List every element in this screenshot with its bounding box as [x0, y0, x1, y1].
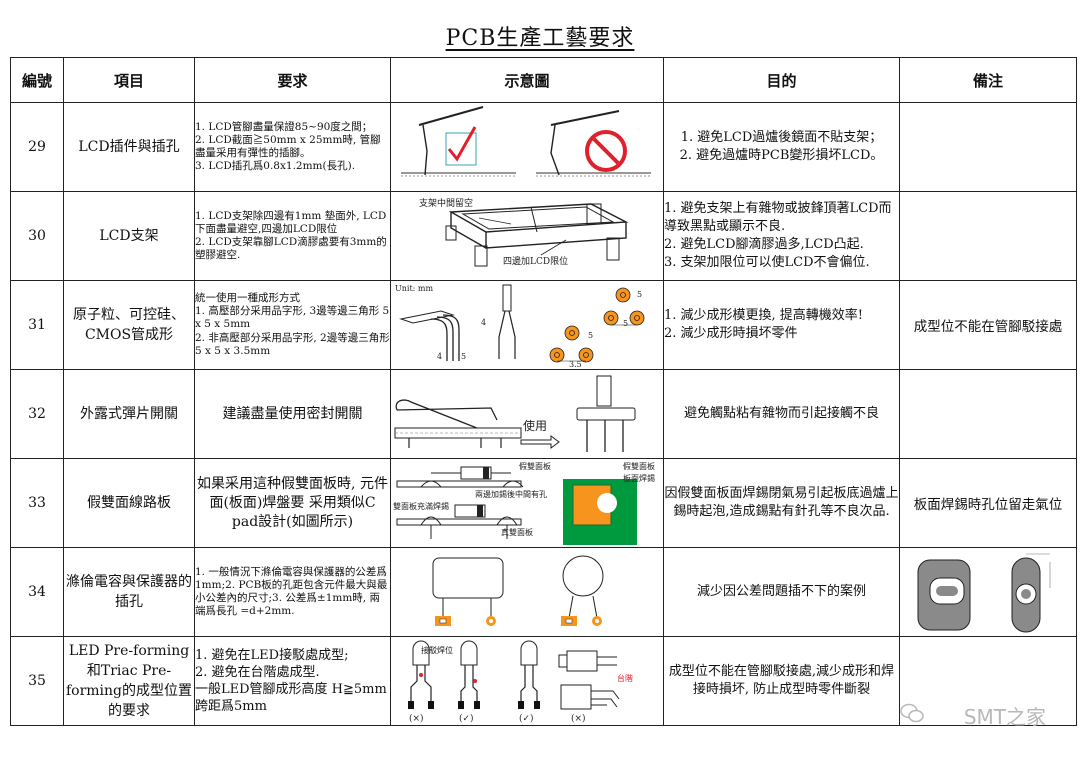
- row-remark: [899, 547, 1077, 637]
- row-number: 34: [10, 547, 64, 637]
- row-requirement: 建議盡量使用密封開關: [194, 369, 391, 459]
- col-header-requirement: 要求: [194, 57, 391, 103]
- row-item: 外露式彈片開關: [63, 369, 195, 459]
- row-number: 30: [10, 191, 64, 281]
- svg-text:(✓): (✓): [459, 713, 474, 724]
- row-item: 滌倫電容與保護器的插孔: [63, 547, 195, 637]
- svg-text:真雙面板: 真雙面板: [501, 527, 533, 537]
- svg-text:假雙面板: 假雙面板: [519, 461, 551, 471]
- table-header-row: 編號 項目 要求 示意圖 目的 備注: [10, 57, 1077, 103]
- row-purpose: 1. 減少成形模更換, 提高轉機效率!2. 減少成形時損坏零件: [663, 280, 900, 370]
- prohibited-icon: [585, 130, 627, 172]
- svg-text:5: 5: [461, 352, 466, 361]
- wechat-icon: [900, 703, 924, 723]
- component-forming-diagram: Unit: mm 4 5 4 5: [395, 284, 645, 369]
- col-header-item: 項目: [63, 57, 195, 103]
- row-diagram: Unit: mm 4 5 4 5: [390, 280, 664, 370]
- led-forming-diagram: 接駁焊位 台階 (×) (✓) (✓) (×): [408, 640, 633, 724]
- col-header-remark: 備注: [899, 57, 1077, 103]
- row-number: 29: [10, 102, 64, 192]
- svg-text:支架中間留空: 支架中間留空: [419, 197, 473, 209]
- svg-text:兩邊加錫後中間有孔: 兩邊加錫後中間有孔: [475, 489, 547, 499]
- row-remark: [899, 191, 1077, 281]
- row-purpose: 減少因公差問題插不下的案例: [663, 547, 900, 637]
- row-diagram: 接駁焊位 台階 (×) (✓) (✓) (×): [390, 636, 664, 726]
- row-item: LED Pre-forming和Triac Pre-forming的成型位置的要…: [63, 636, 195, 726]
- row-item: 假雙面線路板: [63, 458, 195, 548]
- lcd-bracket-diagram: 支架中間留空 四邊加LCD限位: [419, 197, 629, 267]
- svg-text:台階: 台階: [617, 673, 633, 683]
- svg-text:接駁焊位: 接駁焊位: [421, 645, 453, 655]
- svg-text:5: 5: [623, 319, 628, 328]
- svg-text:(✓): (✓): [519, 713, 534, 724]
- row-number: 35: [10, 636, 64, 726]
- table-row: 30 LCD支架 1. LCD支架除四邊有1mm 墊面外, LCD下面盡量避空,…: [10, 191, 1077, 281]
- row-purpose: 1. 避免支架上有雜物或披鋒頂著LCD而導致黑點或顯示不良.2. 避免LCD腳滴…: [663, 191, 900, 281]
- table-row: 32 外露式彈片開關 建議盡量使用密封開關 使用 避免觸點粘有雜物而引起接觸: [10, 369, 1077, 459]
- row-requirement: 1. 一般情況下滌倫電容與保護器的公差爲1mm;2. PCB板的孔距包含元件最大…: [194, 547, 391, 637]
- page-title: PCB生產工藝要求: [445, 26, 635, 51]
- svg-text:Unit: mm: Unit: mm: [395, 284, 433, 293]
- svg-text:四邊加LCD限位: 四邊加LCD限位: [503, 255, 568, 267]
- svg-text:假雙面板: 假雙面板: [623, 461, 655, 471]
- svg-text:雙面板充滿焊錫: 雙面板充滿焊錫: [393, 501, 449, 511]
- row-number: 33: [10, 458, 64, 548]
- capacitor-hole-diagram: [432, 555, 604, 626]
- check-icon: [447, 126, 477, 162]
- row-item: 原子粒、可控硅、CMOS管成形: [63, 280, 195, 370]
- row-requirement: 1. LCD管腳盡量保證85~90度之間；2. LCD截面≧50mm x 25m…: [194, 102, 391, 192]
- svg-text:4: 4: [437, 352, 442, 361]
- row-item: LCD支架: [63, 191, 195, 281]
- svg-text:5: 5: [637, 290, 642, 299]
- row-diagram: [390, 547, 664, 637]
- spring-switch-diagram: 使用: [394, 375, 636, 452]
- row-remark: 板面焊錫時孔位留走氣位: [899, 458, 1077, 548]
- row-number: 31: [10, 280, 64, 370]
- row-diagram: 假雙面板 兩邊加錫後中間有孔 雙面板充滿焊錫 真雙面板 假雙面板 板面焊錫: [390, 458, 664, 548]
- slot-hole-diagram: [917, 553, 1051, 633]
- row-purpose: 成型位不能在管腳駁接處,減少成形和焊接時損坏, 防止成型時零件斷裂: [663, 636, 900, 726]
- row-requirement: 如果采用這种假雙面板時, 元件面(板面)焊盤要 采用類似C pad設計(如圖所示…: [194, 458, 391, 548]
- col-header-purpose: 目的: [663, 57, 900, 103]
- row-purpose: 因假雙面板面焊錫閉氣易引起板底過爐上錫時起泡,造成錫點有針孔等不良次品.: [663, 458, 900, 548]
- row-purpose: 避免觸點粘有雜物而引起接觸不良: [663, 369, 900, 459]
- svg-text:(×): (×): [571, 713, 586, 724]
- row-remark: 成型位不能在管腳駁接處: [899, 280, 1077, 370]
- svg-text:5: 5: [588, 331, 593, 340]
- row-number: 32: [10, 369, 64, 459]
- table-row: 35 LED Pre-forming和Triac Pre-forming的成型位…: [10, 636, 1077, 726]
- row-diagram: [390, 102, 664, 192]
- fake-double-sided-pcb-diagram: 假雙面板 兩邊加錫後中間有孔 雙面板充滿焊錫 真雙面板 假雙面板 板面焊錫: [393, 461, 655, 545]
- table-row: 29 LCD插件與插孔 1. LCD管腳盡量保證85~90度之間；2. LCD截…: [10, 102, 1077, 192]
- svg-text:3.5: 3.5: [569, 360, 582, 369]
- svg-text:板面焊錫: 板面焊錫: [623, 473, 655, 483]
- requirements-table: 編號 項目 要求 示意圖 目的 備注 29 LCD插件與插孔 1. LCD管腳盡…: [10, 57, 1077, 726]
- lcd-pin-angle-diagram: [401, 106, 651, 177]
- row-diagram: 支架中間留空 四邊加LCD限位: [390, 191, 664, 281]
- table-row: 34 滌倫電容與保護器的插孔 1. 一般情況下滌倫電容與保護器的公差爲1mm;2…: [10, 547, 1077, 637]
- col-header-no: 編號: [10, 57, 64, 103]
- svg-text:(×): (×): [409, 713, 424, 724]
- svg-text:使用: 使用: [523, 418, 547, 433]
- row-item: LCD插件與插孔: [63, 102, 195, 192]
- row-purpose: 1. 避免LCD過爐後鏡面不貼支架；2. 避免過爐時PCB變形損坏LCD。: [663, 102, 900, 192]
- svg-text:4: 4: [481, 318, 486, 327]
- table-row: 33 假雙面線路板 如果采用這种假雙面板時, 元件面(板面)焊盤要 采用類似C …: [10, 458, 1077, 548]
- row-remark: [899, 369, 1077, 459]
- row-requirement: 1. 避免在LED接駁處成型;2. 避免在台階處成型.一般LED管腳成形高度 H…: [194, 636, 391, 726]
- row-remark: [899, 102, 1077, 192]
- col-header-diagram: 示意圖: [390, 57, 664, 103]
- row-diagram: 使用: [390, 369, 664, 459]
- watermark: SMT之家: [963, 705, 1046, 729]
- row-remark: [899, 636, 1077, 726]
